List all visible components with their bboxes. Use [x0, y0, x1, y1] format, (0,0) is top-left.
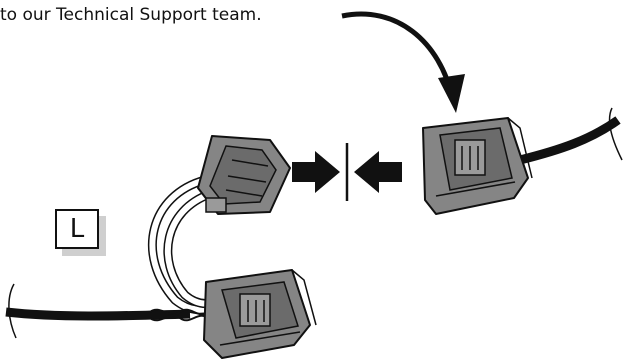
instruction-text: to our Technical Support team.: [0, 5, 262, 25]
lower-connector: [203, 269, 317, 359]
push-together-arrows-icon: [292, 143, 402, 201]
right-cable: [518, 107, 623, 165]
small-connector: [197, 135, 291, 215]
braided-wire: [149, 308, 209, 322]
curved-arrow-down-icon: [341, 11, 465, 113]
right-connector: [422, 117, 533, 215]
left-cable: [5, 283, 191, 339]
connector-label: L: [55, 209, 99, 249]
